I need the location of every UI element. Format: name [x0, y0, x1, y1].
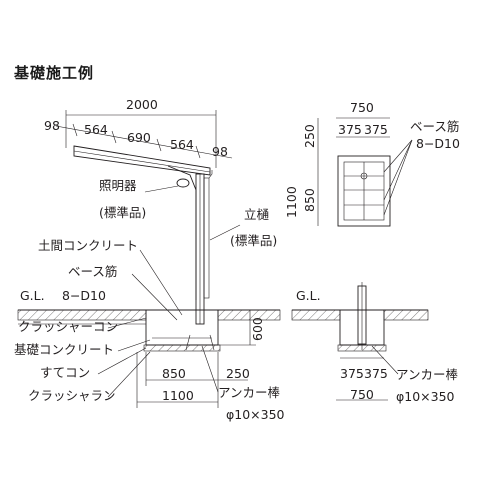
dim-850: 850: [162, 366, 186, 381]
leader-earth-concrete: [139, 249, 183, 316]
plan-leader-1: [383, 139, 413, 173]
leader-anchor-left: [201, 345, 219, 393]
dim-250: 250: [226, 366, 250, 381]
plan-width-750: 750: [350, 100, 374, 115]
leader-base-rebar: [131, 273, 178, 321]
section-slab-left: [291, 309, 341, 321]
section-anchor-spec: φ10×350: [396, 389, 455, 404]
downpipe-top: [208, 170, 213, 179]
earth-concrete-label: 土間コンクリート: [38, 238, 138, 253]
anchor-spec-left: φ10×350: [226, 407, 285, 422]
footing-outline: [145, 310, 219, 346]
leader-light: [144, 185, 179, 193]
light-label-2: (標準品): [99, 205, 146, 220]
seg-tick-2: [111, 130, 117, 144]
plan-post: [360, 172, 368, 180]
seg-564-left: 564: [84, 122, 108, 137]
leader-suteconcrete: [97, 347, 147, 375]
seg-tick-4: [195, 145, 201, 159]
suteconcrete-label: すてコン: [40, 365, 90, 380]
seg-tick-1: [72, 123, 78, 137]
dim-1100: 1100: [162, 388, 194, 403]
anchor-bars: [185, 334, 215, 351]
leader-downpipe: [209, 224, 241, 241]
plan-250: 250: [302, 124, 317, 148]
leader-base-concrete: [117, 339, 151, 352]
plan-footing: [337, 155, 391, 227]
seg-690: 690: [127, 130, 151, 145]
rebar-spec-label: 8−D10: [62, 288, 106, 303]
dim-seg-line: [55, 125, 233, 159]
dim-2000: 2000: [126, 97, 158, 112]
downpipe-label-2: (標準品): [230, 233, 277, 248]
leader-crusher-con: [107, 317, 147, 329]
light-fixture: [176, 178, 190, 188]
seg-98-right: 98: [212, 144, 228, 159]
crusher-run-label: クラッシャラン: [28, 388, 116, 403]
section-375-a: 375: [340, 366, 364, 381]
section-375-b: 375: [364, 366, 388, 381]
plan-375-a: 375: [338, 122, 362, 137]
seg-98-left: 98: [44, 118, 60, 133]
plan-base-rebar: ベース筋: [410, 119, 459, 134]
light-label-1: 照明器: [99, 178, 137, 193]
section-anchor-label: アンカー棒: [396, 367, 459, 382]
ground-slab-right: [217, 309, 281, 321]
roof-panel: [73, 145, 211, 176]
base-rebar-label: ベース筋: [68, 264, 117, 279]
plan-850: 850: [302, 188, 317, 212]
downpipe-label-1: 立樋: [244, 207, 270, 222]
plan-view: 750 375 375 250 850 1100 ベース筋 8−D10: [284, 100, 460, 227]
crusher-con-label: クラッシャーコン: [18, 319, 118, 334]
roof-inner-line: [73, 150, 211, 173]
section-anchor-leader: [371, 345, 399, 375]
anchor-label-left: アンカー棒: [218, 385, 281, 400]
plan-leader-3: [383, 139, 413, 216]
plan-rebar-spec: 8−D10: [416, 136, 460, 151]
section-gl: G.L.: [296, 288, 321, 303]
downpipe: [203, 177, 210, 299]
footing-bottom: [143, 344, 221, 352]
section-750: 750: [350, 387, 374, 402]
beam-brace: [167, 165, 197, 300]
gl-label-left: G.L.: [20, 288, 45, 303]
page-title: 基礎施工例: [14, 64, 95, 82]
seg-tick-3: [156, 138, 162, 152]
side-elevation: 2000 98 564 690 564 98 照明器 (標準品) 立樋 (標準品: [14, 97, 285, 422]
base-concrete-label: 基礎コンクリート: [14, 342, 114, 357]
section-view: G.L. 375 375 750 アンカー棒 φ10×350: [291, 282, 459, 404]
plan-1100: 1100: [284, 186, 299, 218]
leader-crusher-run: [107, 351, 151, 398]
plan-375-b: 375: [364, 122, 388, 137]
dim-600: 600: [250, 317, 265, 341]
section-slab-right: [383, 309, 429, 321]
plan-leader-2: [383, 139, 413, 201]
seg-564-right: 564: [170, 137, 194, 152]
